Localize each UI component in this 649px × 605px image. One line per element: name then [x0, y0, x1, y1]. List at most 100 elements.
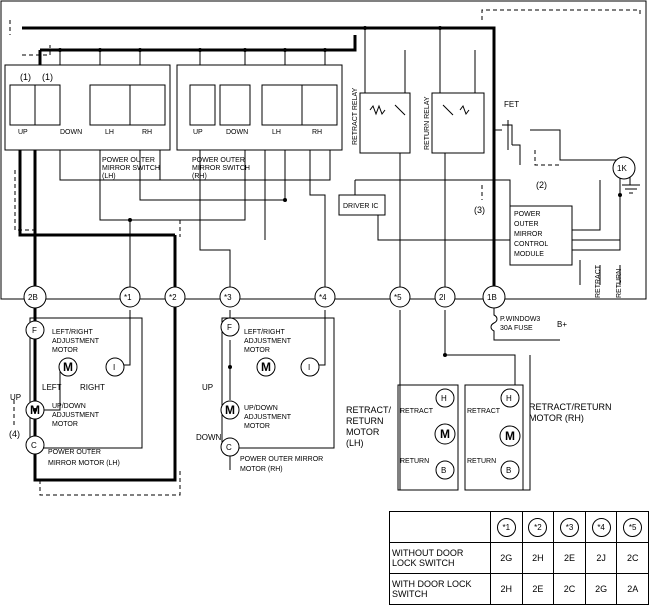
switch-lh-up[interactable] — [9, 84, 36, 126]
retract-relay — [359, 92, 411, 154]
retract-relay-label: RETRACT RELAY — [352, 87, 359, 145]
rh-lr-motor — [256, 357, 276, 377]
switch-lh-up-label: UP — [18, 129, 28, 136]
connector-1b-label: 1B — [487, 293, 497, 302]
switch-lh-down[interactable] — [34, 84, 61, 126]
switch-lh-down-label: DOWN — [60, 129, 82, 136]
retract-lh-caption-1: RETRACT/ — [346, 405, 391, 415]
retract-rh-terminal-b — [500, 460, 520, 480]
lh-motor-terminal-i-label: I — [113, 363, 115, 372]
switch-rh-up[interactable] — [189, 84, 216, 126]
flow-arrow-2 — [534, 150, 560, 166]
switch-rh-caption-3: (RH) — [192, 173, 207, 180]
lh-up-label: UP — [10, 393, 21, 402]
connector-star-3 — [219, 286, 241, 308]
retract-lh-terminal-h — [435, 388, 455, 408]
legend-cell: 2H — [490, 573, 523, 605]
legend-cell: 2C — [553, 573, 586, 605]
rh-motor-terminal-c-label: C — [226, 443, 232, 452]
flow-arrow-lower — [39, 220, 181, 496]
power-outer-mirror-motor-rh — [221, 317, 335, 449]
lh-caption-1: POWER OUTER — [48, 449, 101, 456]
retract-rh-terminal-h — [500, 388, 520, 408]
connector-legend-table: *1 *2 *3 *4 *5 WITHOUT DOOR LOCK SWITCH … — [388, 511, 649, 605]
legend-row-label: WITHOUT DOOR LOCK SWITCH — [388, 542, 492, 574]
lh-motor-terminal-i — [105, 357, 125, 377]
rh-caption-1: POWER OUTER MIRROR — [240, 456, 323, 463]
retract-rh-caption-1: RETRACT/RETURN — [529, 402, 612, 412]
module-return-label: RETURN — [616, 269, 623, 298]
rh-adj-3: MOTOR — [244, 347, 270, 354]
lh-motor-wires — [34, 330, 231, 470]
retract-lh-caption-2: RETURN — [346, 416, 384, 426]
mark-4: (4) — [9, 429, 20, 439]
retract-relay-coil — [369, 104, 406, 116]
connector-2b — [23, 285, 47, 309]
rh-ud-motor-symbol: M — [225, 403, 235, 417]
retract-rh-caption-2: MOTOR (RH) — [529, 413, 584, 423]
switch-lh-caption-3: (LH) — [102, 173, 116, 180]
lh-lr-motor — [58, 357, 78, 377]
lh-motor-terminal-c — [25, 435, 45, 455]
legend-cell: 2J — [584, 542, 618, 574]
connector-2b-label: 2B — [28, 293, 38, 302]
retract-return-motor-rh — [464, 384, 524, 491]
junction-dots — [33, 26, 622, 412]
connector-star-2 — [164, 286, 186, 308]
switch-lh-rh-label: RH — [142, 129, 152, 136]
retract-rh-motor-symbol: M — [505, 429, 515, 443]
legend-header-2: *2 — [528, 517, 548, 537]
connector-star-5-label: *5 — [394, 293, 402, 302]
connector-star-2-label: *2 — [169, 293, 177, 302]
module-line-4: CONTROL — [514, 241, 548, 248]
lh-ud-2: ADJUSTMENT — [52, 412, 100, 419]
legend-header-cell: *4 — [584, 511, 618, 543]
retract-rh-retract: RETRACT — [467, 408, 501, 415]
fuse-label-2: 30A FUSE — [500, 325, 533, 332]
connector-star-1 — [119, 286, 141, 308]
retract-lh-caption-3: MOTOR — [346, 427, 380, 437]
switch-lh-lh[interactable] — [89, 84, 131, 126]
rh-lr-motor-symbol: M — [261, 360, 271, 374]
module-line-1: POWER — [514, 211, 540, 218]
retract-lh-h-label: H — [441, 394, 447, 403]
legend-row-without-door-lock: WITHOUT DOOR LOCK SWITCH 2G 2H 2E 2J 2C — [388, 542, 649, 574]
rh-down-label: DOWN — [196, 433, 222, 442]
connector-2i-label: 2I — [439, 293, 446, 302]
switch-rh-lh[interactable] — [261, 84, 303, 126]
power-bus-upper — [40, 35, 357, 52]
legend-cell: 2G — [584, 573, 618, 605]
power-outer-mirror-switch-rh: UP DOWN LH RH — [176, 64, 343, 151]
switch-rh-rh[interactable] — [301, 84, 338, 126]
retract-lh-caption-4: (LH) — [346, 438, 364, 448]
retract-rh-motor — [499, 425, 521, 447]
legend-cell: 2E — [553, 542, 586, 574]
legend-row-label: WITH DOOR LOCK SWITCH — [388, 573, 492, 605]
relay-wires — [354, 28, 621, 300]
legend-header-cell: *2 — [521, 511, 555, 543]
switch-rh-rh-label: RH — [312, 129, 322, 136]
fet-symbol — [494, 120, 620, 165]
retract-rh-return: RETURN — [467, 458, 496, 465]
switch-lh-rh[interactable] — [129, 84, 166, 126]
switch-rh-down[interactable] — [219, 84, 251, 126]
switch-lh-lh-label: LH — [105, 129, 114, 136]
legend-header-4: *4 — [591, 517, 611, 537]
return-relay-label: RETURN RELAY — [424, 96, 431, 150]
flow-arrow-switch — [14, 45, 51, 231]
connector-2i — [434, 286, 456, 308]
rh-adj-1: LEFT/RIGHT — [244, 329, 286, 336]
module-retract-label: RETRACT — [595, 264, 602, 298]
power-outer-mirror-motor-lh — [29, 317, 143, 449]
rh-ud-motor — [220, 400, 240, 420]
rh-ud-1: UP/DOWN — [244, 405, 278, 412]
legend-header-5: *5 — [623, 517, 643, 537]
lh-ud-3: MOTOR — [52, 421, 78, 428]
fuse-symbol — [490, 308, 560, 341]
retract-lh-return: RETURN — [400, 458, 429, 465]
module-line-5: MODULE — [514, 251, 544, 258]
mark-3: (3) — [474, 205, 485, 215]
retract-lh-retract: RETRACT — [400, 408, 434, 415]
lh-adj-1: LEFT/RIGHT — [52, 329, 94, 336]
